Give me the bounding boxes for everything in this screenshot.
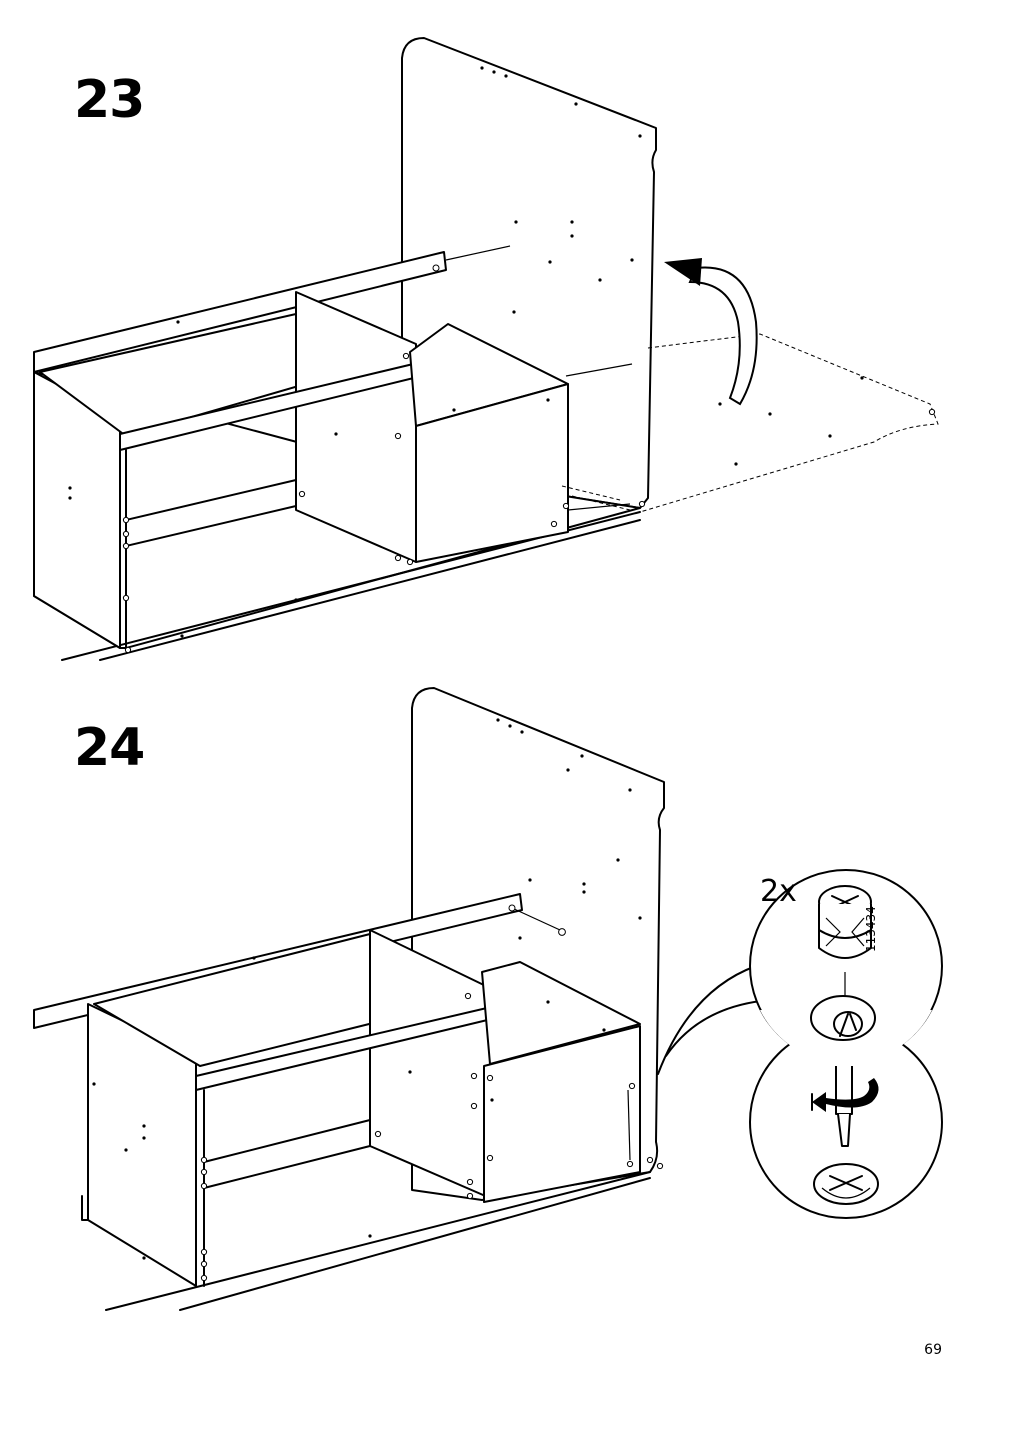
page-number: 69 [924, 1342, 942, 1358]
part-id-label: 113434 [864, 906, 878, 952]
rotate-arrow-icon [664, 258, 758, 406]
step-23-illustration [33, 37, 939, 661]
screwdriver-turn-icon [811, 1066, 879, 1205]
cam-lock-icon [810, 885, 876, 1041]
step-number-23: 23 [74, 70, 145, 130]
step-number-24: 24 [74, 718, 145, 778]
quantity-label: 2x [760, 874, 797, 909]
